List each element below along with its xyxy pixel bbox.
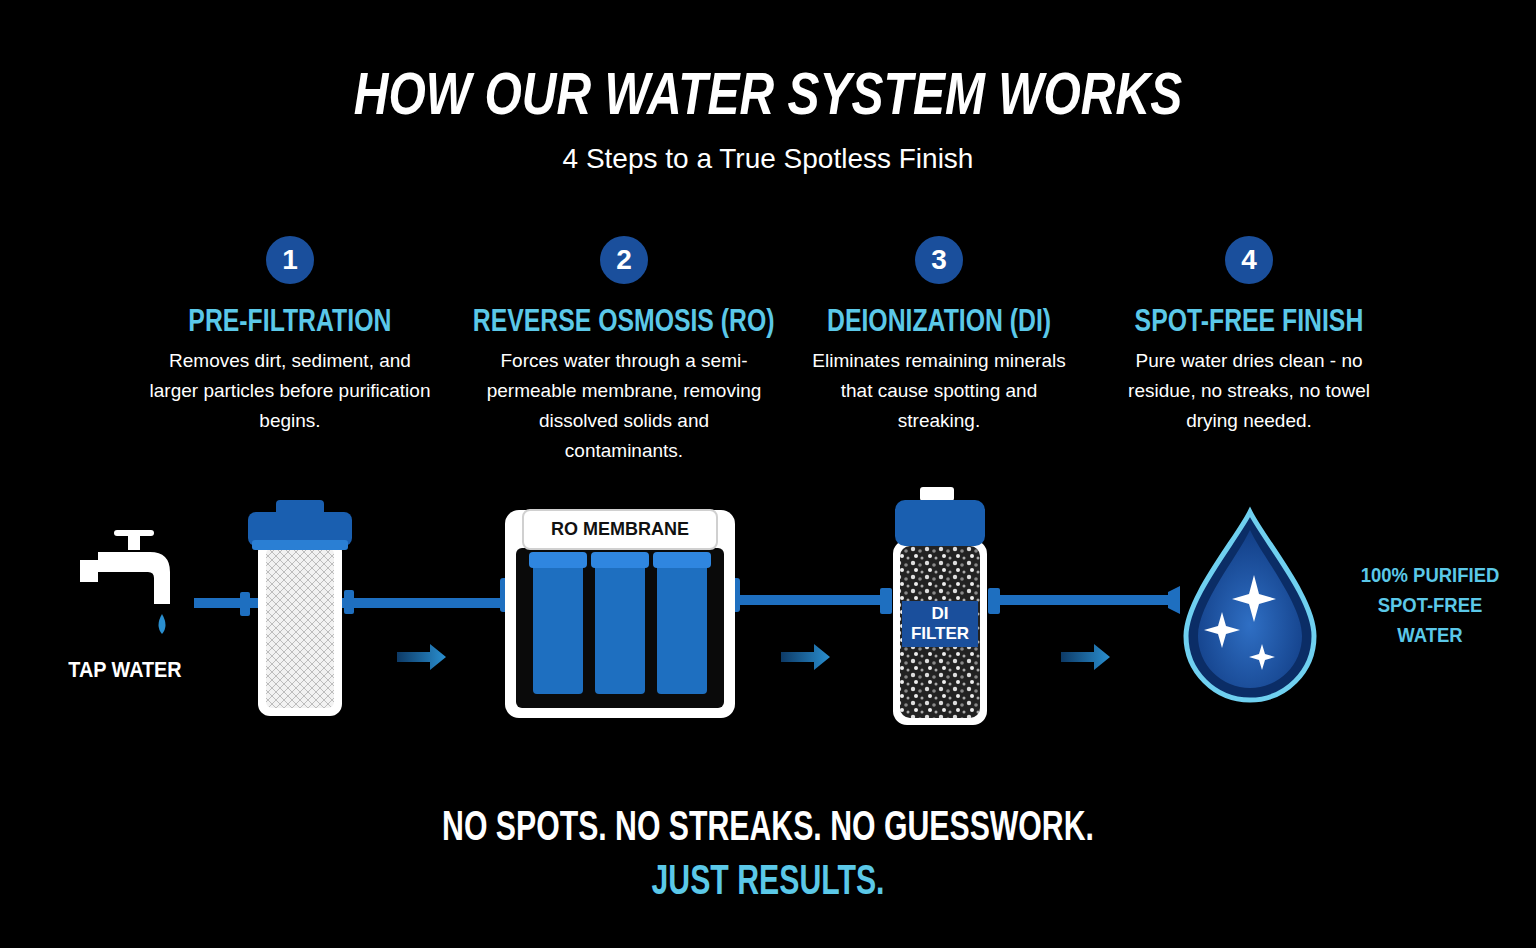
step-number: 3 (915, 236, 963, 284)
subtitle: 4 Steps to a True Spotless Finish (0, 140, 1536, 178)
water-pipe (735, 595, 892, 605)
ro-membrane-label: RO MEMBRANE (522, 509, 718, 550)
step-number: 2 (600, 236, 648, 284)
step-heading: DEIONIZATION (DI) (827, 304, 1051, 338)
step-number: 4 (1225, 236, 1273, 284)
title: HOW OUR WATER SYSTEM WORKS (154, 58, 1383, 130)
tagline-accent: JUST RESULTS. (215, 854, 1321, 906)
tap-label: TAP WATER (68, 657, 181, 683)
step-heading: REVERSE OSMOSIS (RO) (473, 304, 775, 338)
ro-node: RO MEMBRANE (505, 507, 735, 718)
tap-node: TAP WATER (56, 525, 194, 687)
water-pipe (988, 595, 1180, 605)
ro-unit (505, 510, 735, 718)
step-description: Forces water through a semi-permeable me… (483, 346, 765, 466)
step-node: 3DEIONIZATION (DI) Eliminates remaining m… (784, 236, 1094, 436)
step-node: 4SPOT-FREE FINISH Pure water dries clean … (1094, 236, 1404, 436)
di-filter-label: DI FILTER (902, 601, 978, 647)
output-label: 100% PURIFIED SPOT-FREE WATER (1344, 560, 1516, 650)
flow-arrow (397, 644, 1110, 670)
water-drop (1186, 512, 1314, 700)
step-number: 1 (266, 236, 314, 284)
drop-node: 100% PURIFIED SPOT-FREE WATER (1180, 508, 1532, 702)
tagline: NO SPOTS. NO STREAKS. NO GUESSWORK. (215, 800, 1321, 852)
di-filter-cartridge (893, 487, 987, 725)
step-description: Eliminates remaining minerals that cause… (798, 346, 1080, 436)
pre-filter-housing (248, 500, 352, 716)
step-heading: PRE-FILTRATION (189, 304, 392, 338)
di-node: DI FILTER (892, 487, 988, 725)
tap-icon (80, 530, 170, 634)
step-description: Pure water dries clean - no residue, no … (1108, 346, 1390, 436)
step-description: Removes dirt, sediment, and larger parti… (149, 346, 431, 436)
step-node: 2REVERSE OSMOSIS (RO) Forces water throug… (469, 236, 779, 466)
step-node: 1PRE-FILTRATION Removes dirt, sediment, a… (135, 236, 445, 436)
step-heading: SPOT-FREE FINISH (1135, 304, 1364, 338)
